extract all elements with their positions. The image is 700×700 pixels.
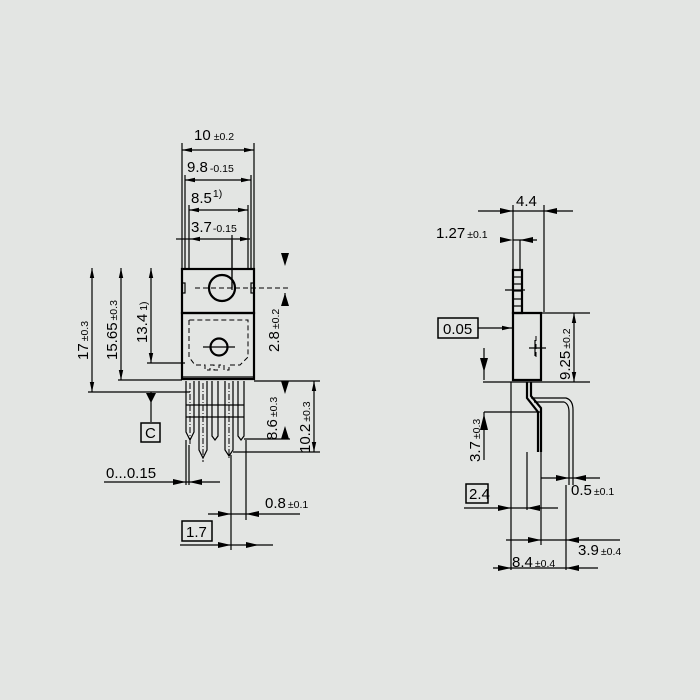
dim-hole-height: 13.41) <box>134 301 151 343</box>
dim-body-width: 9.8-0.15 <box>187 159 234 176</box>
dim-hole-offset: 2.8±0.2 <box>266 309 283 352</box>
dim-thickness: 4.4 <box>516 193 537 210</box>
lead-pitch-box <box>181 520 213 542</box>
dim-bend-offset: 3.9±0.4 <box>578 542 621 559</box>
side-leads <box>525 382 574 485</box>
dim-lead-thickness: 0.5±0.1 <box>571 482 614 499</box>
front-view: 10±0.2 9.8-0.15 8.51) 3.7-0.15 <box>75 127 320 550</box>
side-view: 4.4 1.27±0.1 0.05 9.25±0.2 <box>436 193 621 571</box>
dim-overall-width: 10±0.2 <box>194 127 234 144</box>
dim-lead-spacing: 2.4 <box>469 486 490 503</box>
datum-c-label: C <box>145 425 156 442</box>
dim-lead-offset: 0...0.15 <box>106 465 156 482</box>
dim-body-length: 9.25±0.2 <box>557 328 574 380</box>
dim-tab-width: 8.51) <box>191 188 222 207</box>
dim-lead-width: 0.8±0.1 <box>265 495 308 512</box>
dim-lead-reach: 8.4±0.4 <box>512 554 555 571</box>
dim-bend-height: 3.7±0.3 <box>467 419 484 462</box>
dim-hole-span: 3.7-0.15 <box>191 219 237 236</box>
datum-c-box <box>140 422 161 443</box>
dim-total-height: 17±0.3 <box>75 321 92 360</box>
dim-flatness: 0.05 <box>443 321 472 338</box>
dim-tab-thickness: 1.27±0.1 <box>436 225 488 242</box>
dim-lead-length-short: 8.6±0.3 <box>264 397 281 440</box>
lead-spacing-box <box>465 483 489 504</box>
dim-lead-pitch: 1.7 <box>186 524 207 541</box>
dim-lead-length-long: 10.2±0.3 <box>297 401 314 453</box>
dim-body-height: 15.65±0.3 <box>104 300 121 360</box>
leads <box>185 381 245 462</box>
